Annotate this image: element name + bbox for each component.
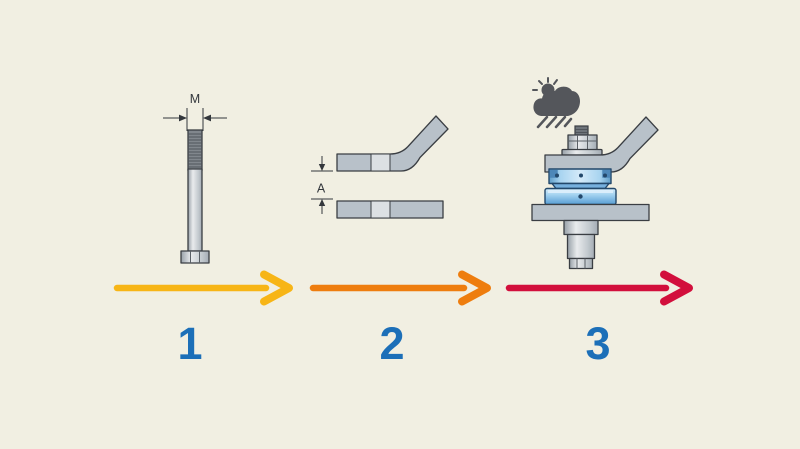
- step-arrow-3: [505, 270, 693, 306]
- bent-plate-cross-section: [370, 153, 391, 172]
- dimension-m-lines: [163, 108, 227, 131]
- plates-illustration: A: [311, 115, 449, 219]
- step-arrow-1: [113, 270, 293, 306]
- flat-plate-cross-section: [370, 200, 391, 219]
- lower-ring-highlight: [548, 190, 613, 193]
- bearing-ball-dot: [555, 173, 559, 178]
- dimension-m-arrowheads: [179, 114, 211, 122]
- rain-strokes: [536, 115, 573, 129]
- bent-plate: [336, 115, 449, 172]
- upper-bearing-ring: [548, 168, 612, 185]
- step-arrows: [113, 270, 693, 306]
- bearing-ball-dot: [579, 173, 583, 178]
- bearing-taper: [551, 182, 610, 190]
- arrow-1-head: [260, 270, 293, 306]
- top-nut: [567, 134, 598, 152]
- bolt-shaft: [187, 168, 203, 252]
- bolt-head: [180, 250, 210, 264]
- washer: [561, 148, 603, 156]
- step-number-1: 1: [177, 318, 203, 369]
- step-number-2: 2: [379, 318, 405, 369]
- stud-threads: [575, 128, 588, 134]
- top-nut-body: [567, 134, 598, 152]
- assembly-bent-plate: [544, 116, 659, 173]
- bolt-head-body: [180, 250, 210, 264]
- top-nut-facets: [568, 135, 597, 151]
- dimension-m: M: [163, 92, 227, 131]
- sun-rays: [532, 77, 558, 91]
- assembly-base-plate: [531, 203, 650, 222]
- assembly-illustration: [531, 77, 659, 270]
- bearing-ball-dot: [578, 194, 583, 199]
- bottom-nut-facets: [576, 258, 586, 269]
- bearing-ball-dot: [603, 173, 607, 178]
- step-number-3: 3: [585, 318, 611, 369]
- step-arrow-2: [309, 270, 491, 306]
- bolt-illustration: M: [163, 92, 227, 264]
- arrow-2-head: [458, 270, 491, 306]
- bolt-thread-ridges: [188, 133, 202, 168]
- bottom-nut: [568, 257, 594, 270]
- bottom-nut-body: [568, 257, 594, 270]
- arrow-3-head: [660, 270, 693, 306]
- shaft-lower-step: [566, 233, 596, 260]
- cloud-shape: [533, 86, 580, 116]
- dimension-m-label: M: [190, 92, 200, 106]
- lower-bearing-ring: [544, 187, 617, 206]
- bolt-head-facets: [190, 251, 200, 263]
- dimension-a: A: [311, 156, 333, 214]
- sun-rain-cloud-icon: [532, 77, 580, 129]
- dimension-a-label: A: [317, 182, 326, 196]
- shaft-upper-step: [563, 219, 599, 236]
